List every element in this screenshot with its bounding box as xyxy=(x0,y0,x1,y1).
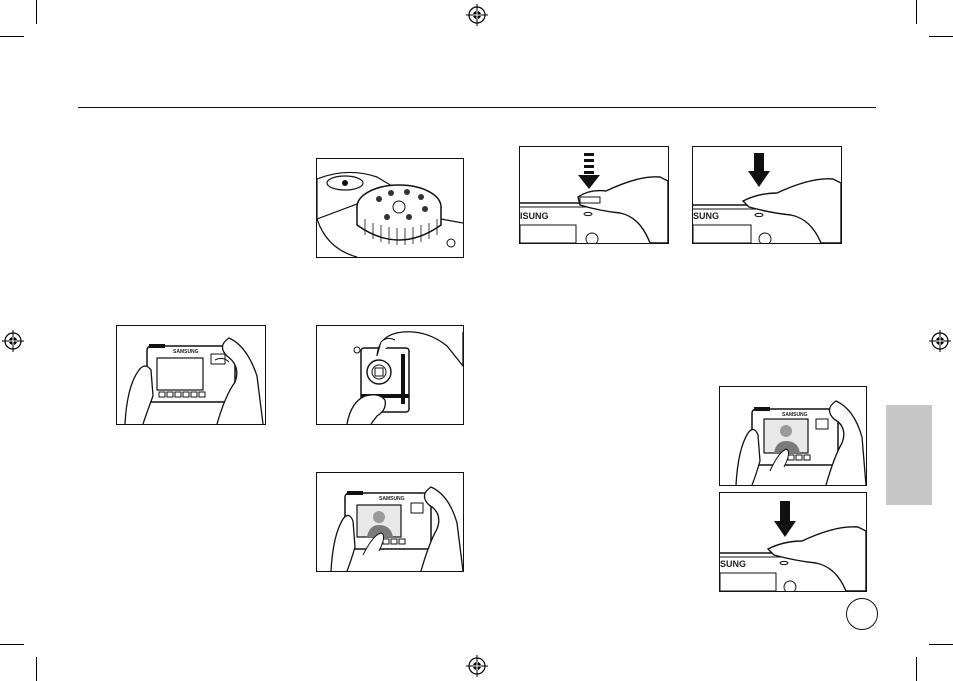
crop-mark xyxy=(0,644,24,645)
dashed-down-arrow-icon xyxy=(578,153,600,189)
crop-mark xyxy=(916,657,917,681)
registration-mark-icon xyxy=(466,655,488,677)
crop-mark xyxy=(36,0,37,24)
crop-mark xyxy=(36,657,37,681)
framing-subject-illustration: SAMSUNG xyxy=(316,472,464,572)
shutter-full-press-illustration: SUNG xyxy=(692,146,842,244)
solid-down-arrow-icon xyxy=(774,501,796,537)
registration-mark-icon xyxy=(2,330,24,352)
camera-brand-label: ISUNG xyxy=(520,211,549,221)
camera-brand-label: SUNG xyxy=(720,559,746,569)
camera-brand-label: SAMSUNG xyxy=(379,496,405,502)
camera-brand-label: SAMSUNG xyxy=(173,349,199,355)
mode-dial-icon xyxy=(317,159,463,257)
registration-mark-icon xyxy=(929,330,951,352)
registration-mark-icon xyxy=(466,4,488,26)
crop-mark xyxy=(929,36,953,37)
camera-brand-label: SAMSUNG xyxy=(782,412,808,418)
crop-mark xyxy=(929,644,953,645)
crop-mark xyxy=(916,0,917,24)
framing-subject-small-illustration: SAMSUNG xyxy=(719,386,867,486)
vertical-grip-illustration xyxy=(316,325,464,425)
page-number-badge xyxy=(846,598,878,630)
horizontal-grip-illustration: SAMSUNG xyxy=(116,325,266,425)
crop-mark xyxy=(0,36,24,37)
camera-back-icon: SAMSUNG xyxy=(117,326,265,424)
shutter-full-press-small-illustration: SUNG xyxy=(719,492,867,592)
chapter-tab xyxy=(886,405,932,505)
camera-brand-label: SUNG xyxy=(693,211,719,221)
camera-back-portrait-icon: SAMSUNG xyxy=(720,387,866,485)
header-rule xyxy=(78,107,876,108)
solid-down-arrow-icon xyxy=(748,153,770,187)
camera-front-icon xyxy=(317,326,463,424)
shutter-half-press-illustration: ISUNG xyxy=(519,146,669,244)
camera-back-portrait-icon: SAMSUNG xyxy=(317,473,463,571)
mode-dial-illustration xyxy=(316,158,464,258)
